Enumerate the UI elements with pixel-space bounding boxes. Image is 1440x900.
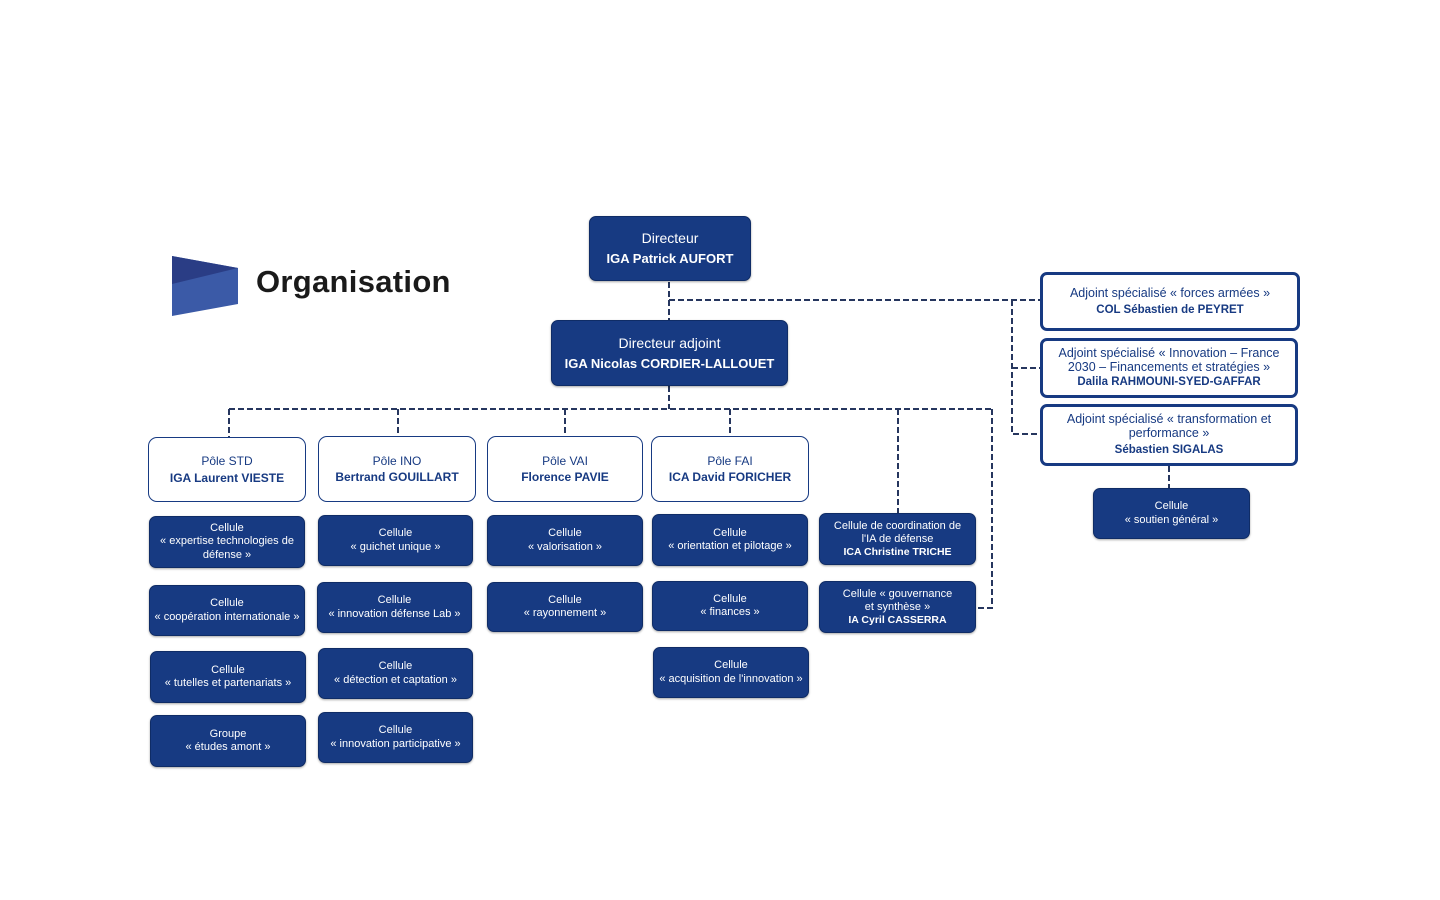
deputy-box: Directeur adjoint IGA Nicolas CORDIER-LA… [551,320,788,386]
cell-label: Cellule [210,522,244,535]
page-title: Organisation [256,264,451,299]
cell-label: Cellule [210,597,244,610]
director-box: Directeur IGA Patrick AUFORT [589,216,751,281]
std-cell-cooperation: Cellule « coopération internationale » [149,585,305,636]
pole-fai: Pôle FAI ICA David FORICHER [651,436,809,502]
organisation-logo-icon [172,256,238,316]
cell-name: « soutien général » [1124,513,1219,526]
deputy-name: IGA Nicolas CORDIER-LALLOUET [564,355,775,371]
cell-name: « guichet unique » [350,540,441,553]
pole-head: Bertrand GOUILLART [335,470,459,484]
pole-ino: Pôle INO Bertrand GOUILLART [318,436,476,502]
cell-head: ICA Christine TRICHE [843,545,952,558]
cell-label: Cellule [378,660,413,673]
ino-cell-lab: Cellule « innovation défense Lab » [317,582,472,633]
std-group-etudes: Groupe « études amont » [150,715,306,767]
adjoint-title: Adjoint spécialisé « transformation et p… [1066,412,1272,441]
adjoint-name: Sébastien SIGALAS [1114,444,1224,457]
pole-title: Pôle FAI [707,453,753,468]
pole-head: Florence PAVIE [521,470,609,484]
director-title: Directeur [641,230,699,247]
deputy-title: Directeur adjoint [618,334,721,351]
pole-vai: Pôle VAI Florence PAVIE [487,436,643,502]
cell-name: « innovation défense Lab » [328,607,461,620]
pole-title: Pôle STD [201,454,253,469]
std-cell-expertise: Cellule « expertise technologies de défe… [149,516,305,568]
fai-cell-acquisition: Cellule « acquisition de l'innovation » [653,647,809,698]
ino-cell-guichet: Cellule « guichet unique » [318,515,473,566]
fai-cell-finances: Cellule « finances » [652,581,808,631]
cell-name: « finances » [700,606,760,618]
cell-label: Cellule [714,659,748,672]
cell-name: « études amont » [185,741,271,753]
cell-name: « valorisation » [528,540,602,553]
adjoint-title: Adjoint spécialisé « forces armées » [1069,285,1271,300]
cell-label: Cellule [713,592,747,605]
adjoint-title: Adjoint spécialisé « Innovation – France… [1058,346,1280,375]
pole-title: Pôle VAI [542,453,588,468]
cell-name: « tutelles et partenariats » [164,677,292,689]
cell-label: Cellule [378,724,413,737]
cell-head: IA Cyril CASSERRA [848,613,947,626]
cell-name: « coopération internationale » [154,610,300,623]
cell-name: « rayonnement » [523,607,607,619]
connector-gov-cell [977,409,993,609]
ino-cell-participative: Cellule « innovation participative » [318,712,473,763]
cell-name: « expertise technologies de défense » [160,535,294,561]
adjoint-box-innovation: Adjoint spécialisé « Innovation – France… [1040,338,1298,398]
pole-std: Pôle STD IGA Laurent VIESTE [148,437,306,502]
vai-cell-rayonnement: Cellule « rayonnement » [487,582,643,632]
adjoint-box-transformation: Adjoint spécialisé « transformation et p… [1040,404,1298,466]
cell-ia-coordination: Cellule de coordination de l'IA de défen… [819,513,976,565]
cell-label: Cellule [378,527,413,540]
cell-name: « détection et captation » [334,673,457,686]
pole-head: ICA David FORICHER [668,470,792,484]
vai-cell-valorisation: Cellule « valorisation » [487,515,643,566]
adjoint-box-forces-armees: Adjoint spécialisé « forces armées » COL… [1040,272,1300,331]
cell-label: Cellule « gouvernance et synthèse » [842,587,953,613]
cell-label: Cellule [1154,500,1189,513]
cell-label: Cellule [377,594,412,607]
support-cell: Cellule « soutien général » [1093,488,1250,539]
cell-label: Cellule [548,593,582,606]
cell-label: Cellule [548,527,582,540]
cell-label: Groupe [209,727,247,740]
std-cell-tutelles: Cellule « tutelles et partenariats » [150,651,306,703]
adjoint-name: COL Sébastien de PEYRET [1096,303,1244,316]
director-name: IGA Patrick AUFORT [606,251,734,267]
cell-label: Cellule [211,663,245,676]
cell-name: « innovation participative » [330,737,461,750]
pole-title: Pôle INO [372,453,422,468]
cell-gouvernance: Cellule « gouvernance et synthèse » IA C… [819,581,976,633]
cell-label: Cellule de coordination de l'IA de défen… [833,519,962,545]
cell-name: « acquisition de l'innovation » [659,672,803,685]
cell-label: Cellule [713,526,747,539]
ino-cell-detection: Cellule « détection et captation » [318,648,473,699]
cell-name: « orientation et pilotage » [668,540,792,552]
fai-cell-orientation: Cellule « orientation et pilotage » [652,514,808,566]
pole-head: IGA Laurent VIESTE [169,470,285,485]
adjoint-name: Dalila RAHMOUNI-SYED-GAFFAR [1077,376,1261,389]
